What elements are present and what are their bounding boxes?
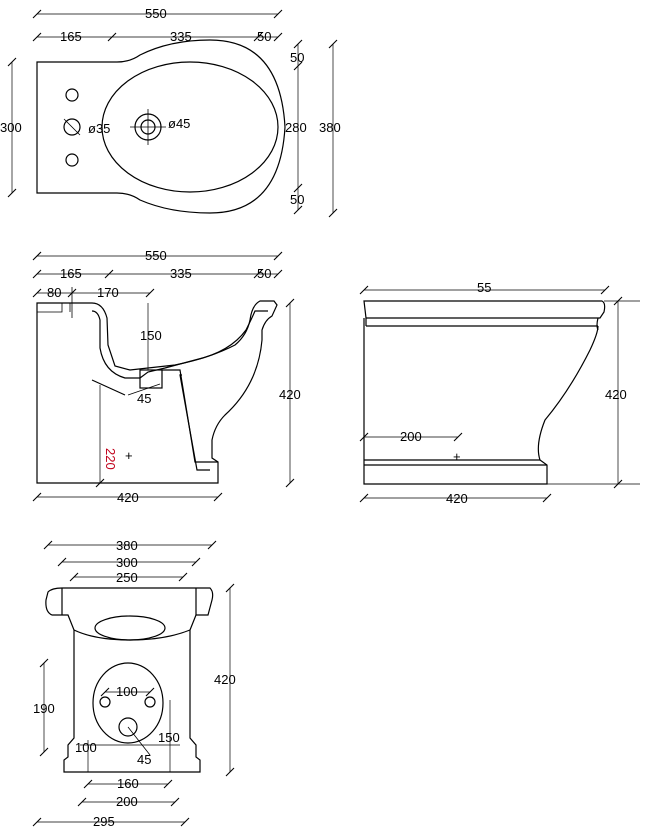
side-view: + 55 420 200 420 xyxy=(359,280,640,506)
top-margin-bottom: 50 xyxy=(290,192,304,207)
front-view: 380 300 250 420 190 100 100 150 45 160 xyxy=(32,538,236,829)
side-view-lid xyxy=(363,300,606,319)
side-section: + 550 165 335 50 80 170 150 220 45 420 xyxy=(32,248,301,505)
section-seg-b: 335 xyxy=(170,266,192,281)
section-width-label: 550 xyxy=(145,248,167,263)
top-view-outline xyxy=(36,39,286,214)
side-view-body xyxy=(363,318,599,485)
section-seg-c: 50 xyxy=(257,266,271,281)
top-view: 550 165 335 50 300 50 280 50 380 ø35 ø45 xyxy=(0,6,341,218)
section-seg-a: 165 xyxy=(60,266,82,281)
svg-text:+: + xyxy=(125,448,133,463)
side-top-width: 55 xyxy=(477,280,491,295)
tap-hole-bottom xyxy=(65,153,79,167)
front-width-b: 300 xyxy=(116,555,138,570)
tap-hole-center xyxy=(63,118,81,136)
fixing-hole-left xyxy=(99,696,111,708)
top-seg-b: 335 xyxy=(170,29,192,44)
side-height: 420 xyxy=(605,387,627,402)
front-angle: 45 xyxy=(137,752,151,767)
top-margin-top: 50 xyxy=(290,50,304,65)
side-offset: 200 xyxy=(400,429,422,444)
top-seg-c: 50 xyxy=(257,29,271,44)
front-left-low: 100 xyxy=(75,740,97,755)
svg-text:+: + xyxy=(453,449,461,464)
section-seg-d: 80 xyxy=(47,285,61,300)
section-depth: 150 xyxy=(140,328,162,343)
front-left-height: 190 xyxy=(33,701,55,716)
hole-small-label: ø35 xyxy=(88,121,110,136)
top-seg-a: 165 xyxy=(60,29,82,44)
front-width-c: 250 xyxy=(116,570,138,585)
top-height-inner: 280 xyxy=(285,120,307,135)
hole-large-label: ø45 xyxy=(168,116,190,131)
section-outline xyxy=(36,300,278,484)
front-base-b: 200 xyxy=(116,794,138,809)
front-base-a: 160 xyxy=(117,776,139,791)
fixing-hole-right xyxy=(144,696,156,708)
front-height: 420 xyxy=(214,672,236,687)
section-height: 420 xyxy=(279,387,301,402)
front-logo-plate xyxy=(94,615,166,641)
front-right-low: 150 xyxy=(158,730,180,745)
section-base-width: 420 xyxy=(117,490,139,505)
outlet-box xyxy=(139,369,163,389)
side-base-width: 420 xyxy=(446,491,468,506)
front-width-a: 380 xyxy=(116,538,138,553)
tap-hole-top xyxy=(65,88,79,102)
front-hole-spacing: 100 xyxy=(116,684,138,699)
front-base-c: 295 xyxy=(93,814,115,829)
section-seg-e: 170 xyxy=(97,285,119,300)
fixing-hole-center xyxy=(118,717,138,737)
outlet-angle-label: 45 xyxy=(137,391,151,406)
top-height-outer: 380 xyxy=(319,120,341,135)
bowl-inner-outline xyxy=(101,61,279,193)
top-height-left: 300 xyxy=(0,120,22,135)
top-width-label: 550 xyxy=(145,6,167,21)
outlet-height-label: 220 xyxy=(103,448,118,470)
front-fixing-plate xyxy=(92,662,164,744)
